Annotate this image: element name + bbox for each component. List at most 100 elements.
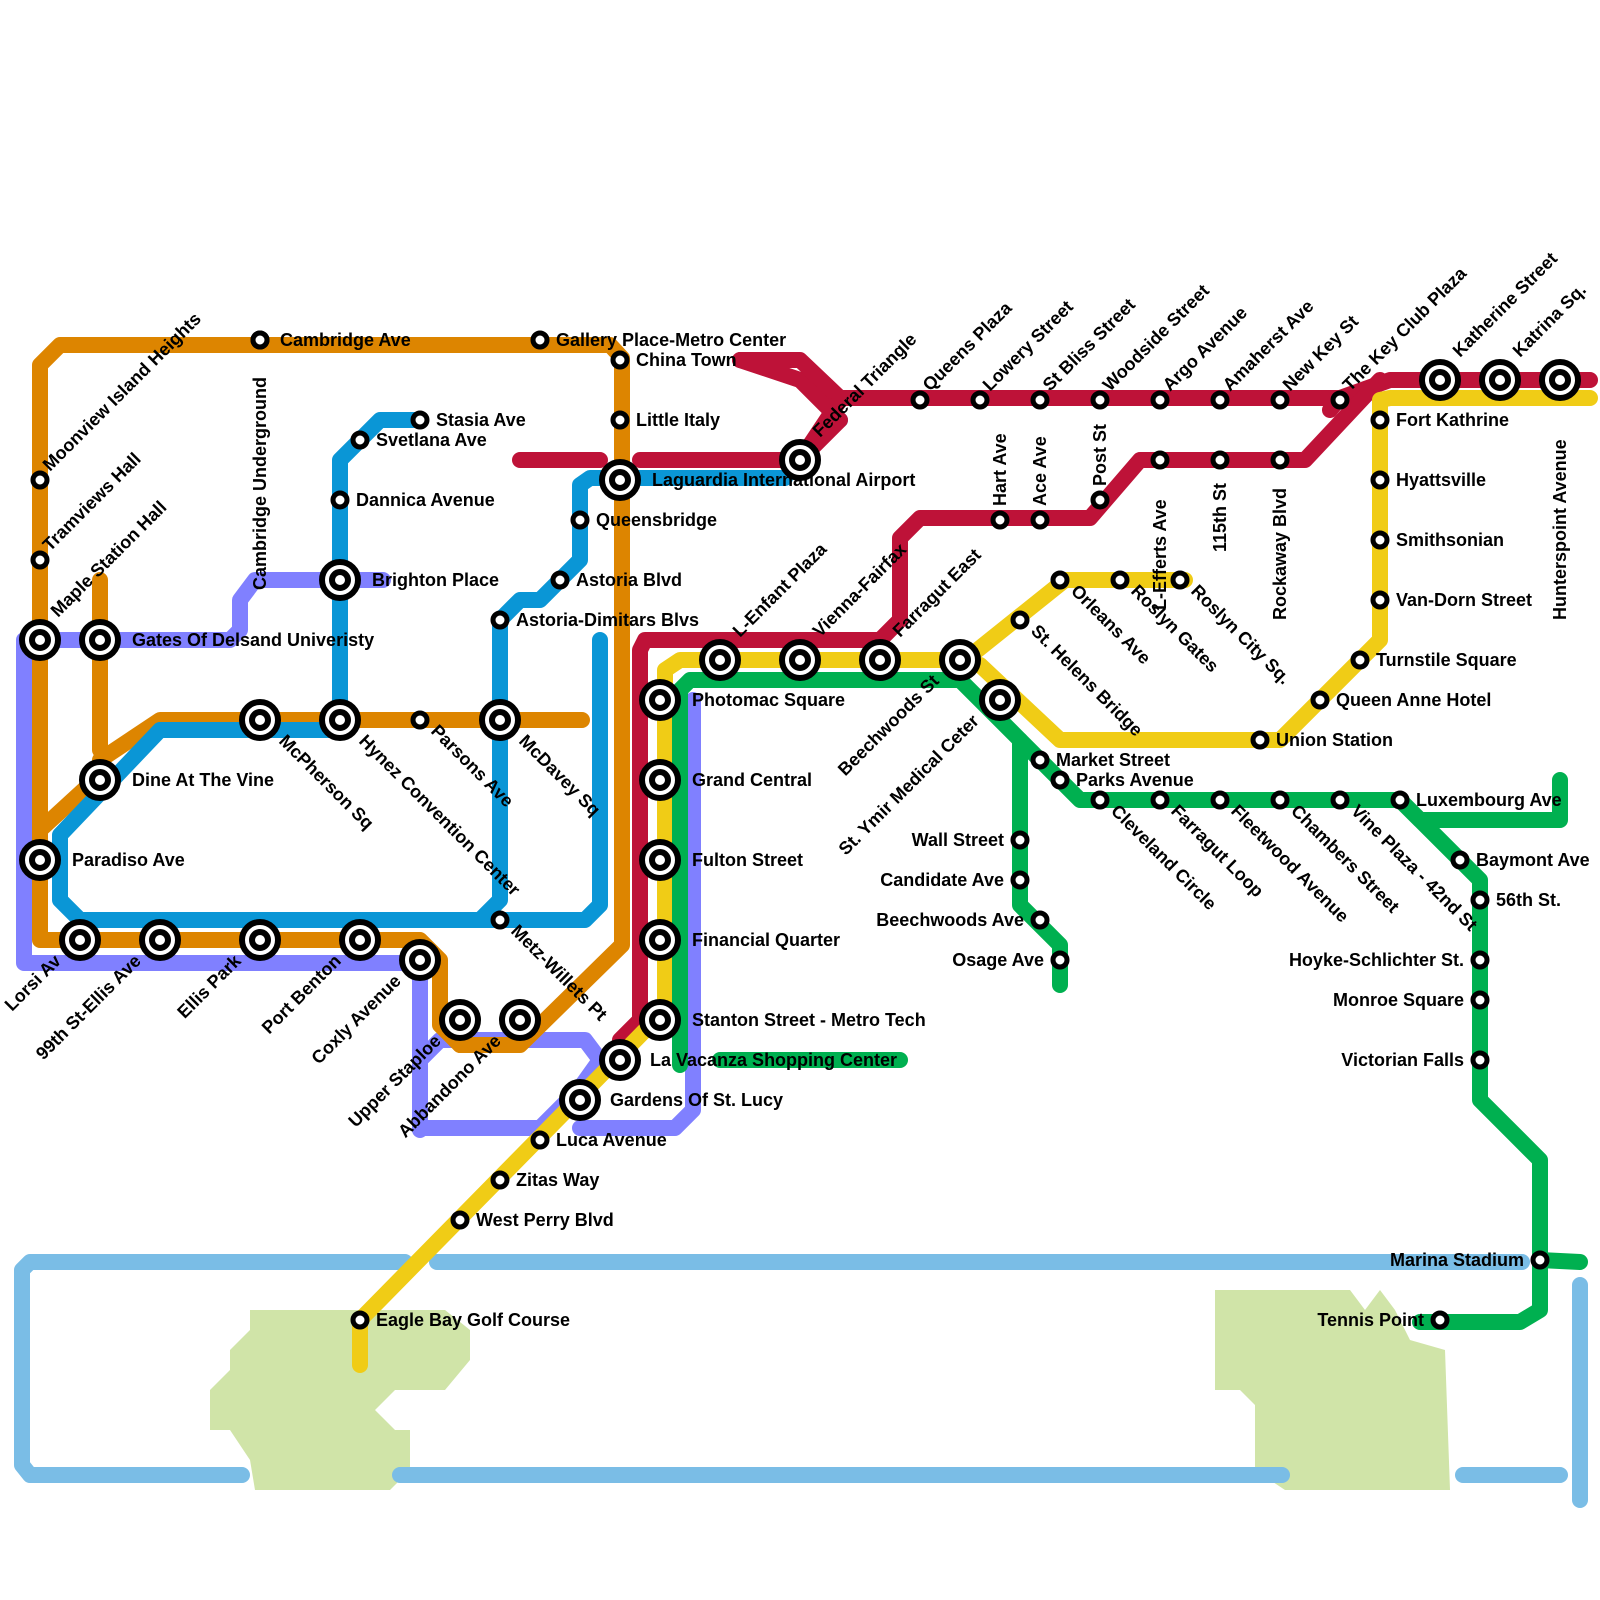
station-cambridge-underground[interactable]: Cambridge Underground: [250, 330, 270, 590]
interchange-center-icon: [649, 1009, 671, 1031]
station-van-dorn[interactable]: Van-Dorn Street: [1370, 590, 1532, 610]
station-label: Monroe Square: [1333, 990, 1464, 1010]
station-label: Luxembourg Ave: [1416, 790, 1562, 810]
station-fulton[interactable]: Fulton Street: [639, 839, 803, 881]
station-marker-icon: [1330, 790, 1350, 810]
station-osage[interactable]: Osage Ave: [952, 950, 1070, 970]
station-marker-icon: [1010, 830, 1030, 850]
station-st115[interactable]: 115th St: [1210, 450, 1230, 552]
station-lefferts[interactable]: L-Efferts Ave: [1150, 450, 1170, 610]
station-smithsonian[interactable]: Smithsonian: [1370, 530, 1504, 550]
station-label: Katherine Street: [1449, 248, 1561, 360]
station-label: Svetlana Ave: [376, 430, 487, 450]
station-zitas[interactable]: Zitas Way: [490, 1170, 599, 1190]
station-hunterspoint[interactable]: Hunterspoint Avenue: [1539, 359, 1581, 620]
station-label: West Perry Blvd: [476, 1210, 614, 1230]
interchange-center-icon: [489, 709, 511, 731]
station-parks[interactable]: Parks Avenue: [1050, 770, 1194, 790]
station-turnstile[interactable]: Turnstile Square: [1350, 650, 1517, 670]
station-marker-icon: [1030, 390, 1050, 410]
station-label: Hart Ave: [990, 433, 1010, 506]
station-label: Astoria Blvd: [576, 570, 682, 590]
station-tennis[interactable]: Tennis Point: [1317, 1310, 1450, 1330]
station-grand-central[interactable]: Grand Central: [639, 759, 812, 801]
station-astoria-dimitars[interactable]: Astoria-Dimitars Blvs: [490, 610, 699, 630]
station-fort-kathrine[interactable]: Fort Kathrine: [1370, 410, 1509, 430]
station-financial[interactable]: Financial Quarter: [639, 919, 840, 961]
station-marker-icon: [1470, 950, 1490, 970]
station-paradiso[interactable]: Paradiso Ave: [19, 839, 185, 881]
station-marker-icon: [1250, 730, 1270, 750]
station-luxembourg[interactable]: Luxembourg Ave: [1390, 790, 1562, 810]
station-marker-icon: [1010, 870, 1030, 890]
station-marker-icon: [1430, 1310, 1450, 1330]
station-market[interactable]: Market Street: [1030, 750, 1170, 770]
station-hyattsville[interactable]: Hyattsville: [1370, 470, 1486, 490]
station-wall[interactable]: Wall Street: [912, 830, 1030, 850]
station-label: Stanton Street - Metro Tech: [692, 1010, 926, 1030]
station-marker-icon: [1330, 390, 1350, 410]
station-label: Victorian Falls: [1341, 1050, 1464, 1070]
station-cambridge-ave[interactable]: Cambridge Ave: [250, 330, 411, 350]
station-dine-vine[interactable]: Dine At The Vine: [79, 759, 274, 801]
interchange-center-icon: [249, 929, 271, 951]
station-marker-icon: [410, 410, 430, 430]
station-china-town[interactable]: China Town: [610, 350, 737, 370]
station-label: Osage Ave: [952, 950, 1044, 970]
station-label: Dannica Avenue: [356, 490, 495, 510]
station-monroe[interactable]: Monroe Square: [1333, 990, 1490, 1010]
station-ace[interactable]: Ace Ave: [1030, 436, 1050, 530]
station-marina[interactable]: Marina Stadium: [1390, 1250, 1550, 1270]
station-la-vacanza[interactable]: La Vacanza Shopping Center: [599, 1039, 897, 1081]
station-cleveland[interactable]: Cleveland Circle: [1090, 790, 1220, 914]
station-label: Turnstile Square: [1376, 650, 1517, 670]
station-hoyke[interactable]: Hoyke-Schlichter St.: [1289, 950, 1490, 970]
interchange-center-icon: [869, 649, 891, 671]
station-queen-anne[interactable]: Queen Anne Hotel: [1310, 690, 1491, 710]
station-marker-icon: [1270, 450, 1290, 470]
station-label: Ace Ave: [1030, 436, 1050, 506]
station-union[interactable]: Union Station: [1250, 730, 1393, 750]
station-label: Fleetwood Avenue: [1227, 801, 1353, 927]
station-hart[interactable]: Hart Ave: [990, 433, 1010, 530]
station-rockaway[interactable]: Rockaway Blvd: [1270, 450, 1290, 620]
station-candidate[interactable]: Candidate Ave: [880, 870, 1030, 890]
station-gallery-place[interactable]: Gallery Place-Metro Center: [530, 330, 786, 350]
station-label: Fort Kathrine: [1396, 410, 1509, 430]
station-gardens[interactable]: Gardens Of St. Lucy: [559, 1079, 783, 1121]
station-svetlana[interactable]: Svetlana Ave: [350, 430, 487, 450]
station-photomac[interactable]: Photomac Square: [639, 679, 845, 721]
station-beechwoods-ave[interactable]: Beechwoods Ave: [876, 910, 1050, 930]
station-luca[interactable]: Luca Avenue: [530, 1130, 667, 1150]
station-brighton[interactable]: Brighton Place: [319, 559, 499, 601]
interchange-center-icon: [329, 569, 351, 591]
station-west-perry[interactable]: West Perry Blvd: [450, 1210, 614, 1230]
station-marker-icon: [970, 390, 990, 410]
parks: [210, 1290, 1450, 1490]
station-victorian[interactable]: Victorian Falls: [1341, 1050, 1490, 1070]
station-astoria-blvd[interactable]: Astoria Blvd: [550, 570, 682, 590]
station-marker-icon: [1090, 490, 1110, 510]
station-marker-icon: [990, 510, 1010, 530]
station-marker-icon: [490, 610, 510, 630]
station-stanton[interactable]: Stanton Street - Metro Tech: [639, 999, 926, 1041]
interchange-center-icon: [329, 709, 351, 731]
station-gates[interactable]: Gates Of Delsand Univeristy: [79, 619, 374, 661]
station-baymont[interactable]: Baymont Ave: [1450, 850, 1590, 870]
station-laguardia[interactable]: Laguardia International Airport: [599, 459, 915, 501]
station-label: Luca Avenue: [556, 1130, 667, 1150]
interchange-center-icon: [789, 649, 811, 671]
station-dannica[interactable]: Dannica Avenue: [330, 490, 495, 510]
station-marker-icon: [1270, 790, 1290, 810]
station-little-italy[interactable]: Little Italy: [610, 410, 720, 430]
station-label: Gardens Of St. Lucy: [610, 1090, 783, 1110]
station-label: Wall Street: [912, 830, 1004, 850]
station-post[interactable]: Post St: [1090, 424, 1110, 510]
station-label: Eagle Bay Golf Course: [376, 1310, 570, 1330]
station-eagle-bay[interactable]: Eagle Bay Golf Course: [350, 1310, 570, 1330]
station-queensbridge[interactable]: Queensbridge: [570, 510, 717, 530]
station-stasia[interactable]: Stasia Ave: [410, 410, 526, 430]
station-label: Union Station: [1276, 730, 1393, 750]
station-st56[interactable]: 56th St.: [1470, 890, 1561, 910]
